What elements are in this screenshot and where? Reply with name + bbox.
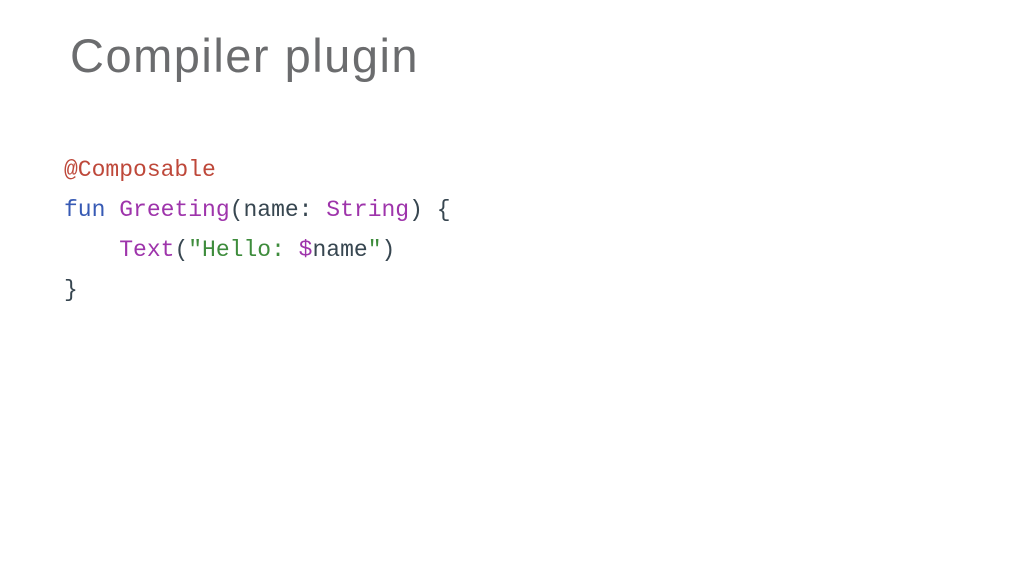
code-token-function: String: [326, 197, 410, 223]
code-token-plain: name: [312, 237, 368, 263]
code-token-annotation: @Composable: [64, 157, 216, 183]
code-token-plain: [64, 237, 119, 263]
code-token-function: $: [298, 237, 313, 263]
code-token-string: ": [367, 237, 382, 263]
code-token-function: Text: [119, 237, 175, 263]
code-token-plain: [105, 197, 119, 223]
code-token-plain: (name:: [229, 197, 327, 223]
code-token-plain: }: [64, 277, 78, 303]
code-token-function: Greeting: [119, 197, 230, 223]
code-line: @Composable: [64, 150, 451, 190]
code-line: }: [64, 270, 451, 310]
code-token-plain: ): [381, 237, 396, 263]
code-token-keyword: fun: [64, 197, 106, 223]
slide-title: Compiler plugin: [70, 29, 420, 82]
code-token-string: "Hello:: [188, 237, 299, 263]
code-line: Text("Hello: $name"): [64, 230, 451, 270]
code-token-plain: ) {: [409, 197, 451, 223]
code-token-plain: (: [174, 237, 189, 263]
code-line: fun Greeting(name: String) {: [64, 190, 451, 230]
